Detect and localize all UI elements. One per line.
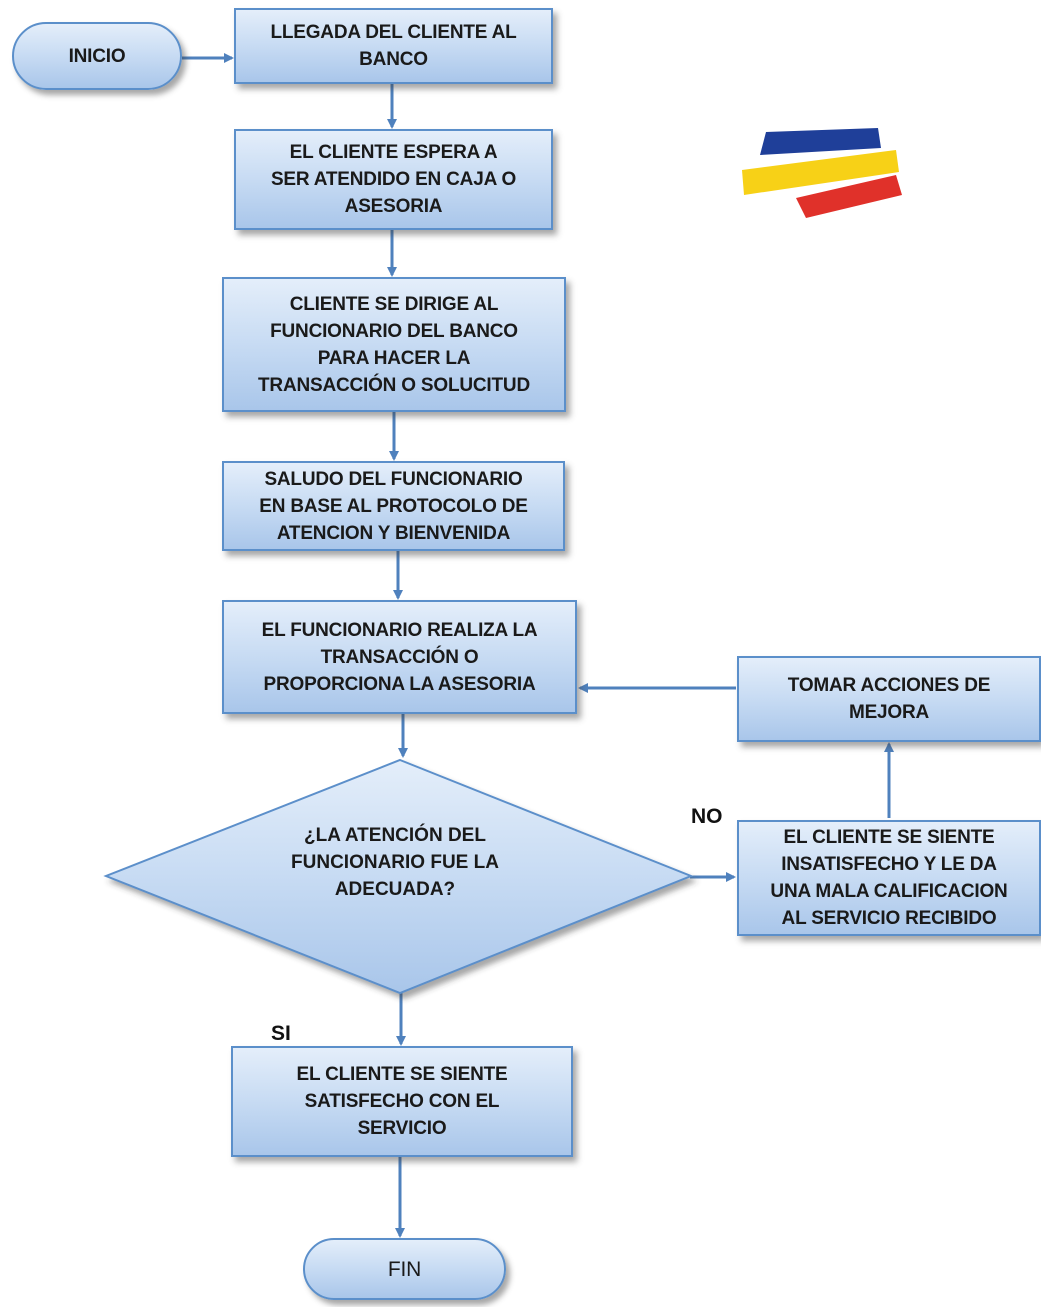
end-node: FIN [303,1238,506,1300]
process-insatisfecho: EL CLIENTE SE SIENTE INSATISFECHO Y LE D… [737,820,1041,936]
label-si: SI [271,1022,291,1045]
start-node: INICIO [12,22,182,90]
process-satisfecho: EL CLIENTE SE SIENTE SATISFECHO CON EL S… [231,1046,573,1157]
process-tomar: TOMAR ACCIONES DE MEJORA [737,656,1041,742]
logo-red-stripe [796,175,902,218]
process-saludo: SALUDO DEL FUNCIONARIO EN BASE AL PROTOC… [222,461,565,551]
decision-text: ¿LA ATENCIÓN DEL FUNCIONARIO FUE LA ADEC… [291,825,499,900]
process-dirige: CLIENTE SE DIRIGE AL FUNCIONARIO DEL BAN… [222,277,566,412]
process-espera: EL CLIENTE ESPERA A SER ATENDIDO EN CAJA… [234,129,553,230]
process-llegada: LLEGADA DEL CLIENTE AL BANCO [234,8,553,84]
label-no: NO [691,805,723,828]
process-realiza: EL FUNCIONARIO REALIZA LA TRANSACCIÓN O … [222,600,577,714]
bank-logo [742,128,902,218]
logo-blue-stripe [760,128,881,155]
logo-yellow-stripe [742,150,899,195]
